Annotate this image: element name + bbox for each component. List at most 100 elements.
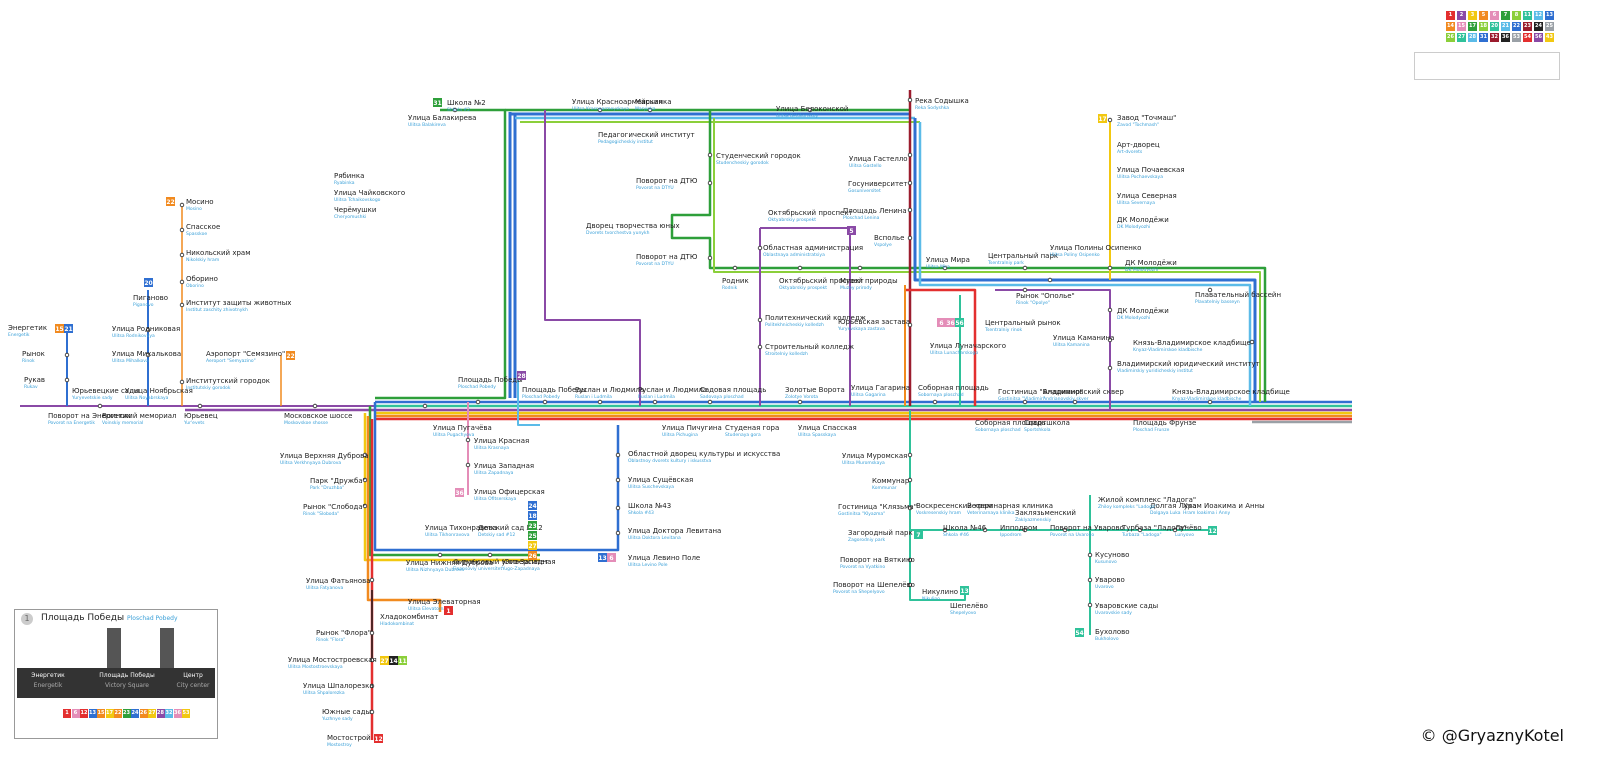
station-translit: Voskresenskiy hram — [916, 510, 961, 516]
station-translit: Ulitsa Severnaya — [1117, 200, 1155, 206]
station-label: Площадь Победы — [522, 386, 587, 394]
station-label: Улица Фатьянова — [306, 577, 371, 585]
station-translit: Reka Sodyshka — [915, 105, 949, 111]
route-badge-label: 7 — [916, 532, 920, 539]
station-labels: Школа №2 Улица Балакирева Улица Красноар… — [8, 97, 1290, 748]
station-translit: Ippodrom — [1000, 532, 1022, 538]
route-badge — [528, 531, 537, 540]
station-translit: Vladimirskiy yuridicheskiy institut — [1117, 368, 1193, 374]
station-label: Юрьевец — [184, 412, 218, 420]
station-label: Госуниверситет — [848, 180, 907, 188]
inset-ploschad-pobedy: 1 Площадь Победы Ploschad Pobedy Энергет… — [14, 609, 218, 739]
station-translit: Ulitsa Elevatornaya — [408, 606, 452, 612]
station-translit: Gosuniversitet — [848, 188, 881, 194]
station-label: Детский сад №12 — [478, 524, 543, 532]
station-translit: Institut zaschity zhivotnykh — [186, 307, 248, 313]
inset-route-cell: 15 — [97, 709, 105, 718]
station-label: Андриановский сквер — [1043, 388, 1124, 396]
inset-street-bar: Энергетик Energetik Площадь Победы Victo… — [17, 668, 215, 698]
station-translit: Sadovaya ploschad — [700, 394, 744, 400]
station-translit: Art-dvorets — [1117, 149, 1143, 155]
station-translit: Institutskiy gorodok — [186, 385, 231, 391]
station-label: Школа №2 — [447, 99, 486, 107]
station-translit: Povorot na DTYU — [636, 261, 674, 267]
station-label: Всполье — [874, 234, 904, 242]
station-label: Спасское — [186, 223, 220, 231]
station-label: Уваровские сады — [1095, 602, 1158, 610]
station-translit: Detskiy sad #12 — [478, 532, 515, 538]
station-label: Улица Элеваторная — [408, 598, 481, 606]
route-badge — [55, 324, 64, 333]
route-badge — [937, 318, 946, 327]
station-translit: Voinskiy memorial — [102, 420, 143, 426]
mini-legend-box — [1414, 52, 1560, 80]
station-label: Марьинка — [635, 98, 672, 106]
station-translit: Dolgaya Luka — [1150, 510, 1181, 516]
station-label: Улица Западная — [474, 462, 534, 470]
station-translit: Yuryevskaya zastava — [837, 326, 885, 332]
station-label: Золотые Ворота — [785, 386, 845, 394]
station-label: Площадь Ленина — [843, 207, 907, 215]
station-label: Центральный парк — [988, 252, 1058, 260]
legend-route-cell: 3 — [1468, 11, 1477, 20]
station-translit: Mosino — [186, 206, 202, 212]
station-label: Никольский храм — [186, 249, 250, 257]
legend-route-cell: 23 — [1523, 22, 1532, 31]
inset-center-label: Площадь Победы — [99, 672, 155, 679]
route-badge-label: 22 — [286, 353, 294, 360]
route-badge-label: 12 — [374, 736, 382, 743]
legend-route-cell: 28 — [1468, 33, 1477, 42]
station-translit: Kommunar — [872, 485, 897, 491]
station-translit: Ulitsa Fatyanova — [306, 585, 343, 591]
route-badge-label: 13 — [960, 588, 968, 595]
station-label: Турбаза "Ладога" — [1121, 524, 1187, 532]
station-translit: Veterinarnaya klinika — [967, 510, 1015, 516]
inset-route-cell: 36 — [173, 709, 182, 718]
station-label: Кусуново — [1095, 551, 1129, 559]
legend-route-cell: 1 — [1446, 11, 1455, 20]
station-translit: Ryabinka — [334, 180, 355, 186]
station-label: Поворот на Вяткино — [840, 556, 915, 564]
station-translit: Oktyabrskiy prospekt — [779, 285, 827, 291]
route-badge — [433, 98, 442, 107]
station-translit: Ulitsa Verkhnyaya Dubrova — [280, 460, 341, 466]
legend-route-cell: 14 — [1446, 22, 1455, 31]
station-translit: Oblastnoy dvorets kultury i iskusstva — [628, 458, 711, 464]
station-label: Юго-Западная — [502, 558, 556, 566]
station-label: Жилой комплекс "Ладога" — [1098, 496, 1196, 504]
station-translit: Rinok "Flora" — [316, 637, 345, 643]
route-badge — [517, 371, 526, 380]
legend-route-cell: 11 — [1523, 11, 1532, 20]
station-label: Улица Красноармейская — [572, 98, 662, 106]
inset-center-tr: Victory Square — [104, 682, 149, 689]
route-badge-label: 24 — [528, 503, 536, 510]
station-label: Улица Балакирева — [408, 114, 476, 122]
station-translit: Uvarovskie sady — [1095, 610, 1132, 616]
route-badge-label: 54 — [1075, 630, 1083, 637]
station-label: Улица Сущёвская — [628, 476, 693, 484]
station-translit: Shepelyovo — [950, 610, 976, 616]
station-translit: Rinok "Opolye" — [1016, 300, 1050, 306]
station-label: Князь-Владимирское кладбище — [1172, 388, 1290, 396]
station-label: Улица Родниковая — [112, 325, 180, 333]
station-label: Поворот на Шепелёво — [833, 581, 915, 589]
station-translit: Yuzhnye sady — [321, 716, 353, 722]
station-label: Улица Пичугина — [662, 424, 722, 432]
station-translit: Zolotye Vorota — [785, 394, 818, 400]
legend-route-cell: 22 — [1512, 22, 1521, 31]
legend-route-cell: 12 — [1534, 11, 1543, 20]
station-markers — [64, 97, 1255, 715]
legend-route-cell: 21 — [1501, 22, 1510, 31]
inset-route-cell: 17 — [105, 709, 114, 718]
station-translit: Sobornaya ploschad — [918, 392, 964, 398]
route-badge — [914, 530, 923, 539]
station-label: Садовая площадь — [700, 386, 766, 394]
station-label: Плавательный бассейн — [1195, 291, 1281, 299]
station-label: Финансовый университет — [453, 558, 549, 566]
route-badge — [455, 488, 464, 497]
station-translit: Ulitsa Noyabrskaya — [125, 395, 169, 401]
station-label: Рынок — [22, 350, 45, 358]
route-badge-label: 14 — [389, 658, 397, 665]
station-translit: Ulitsa Mira — [926, 264, 950, 270]
legend-route-cell: 2 — [1457, 11, 1466, 20]
